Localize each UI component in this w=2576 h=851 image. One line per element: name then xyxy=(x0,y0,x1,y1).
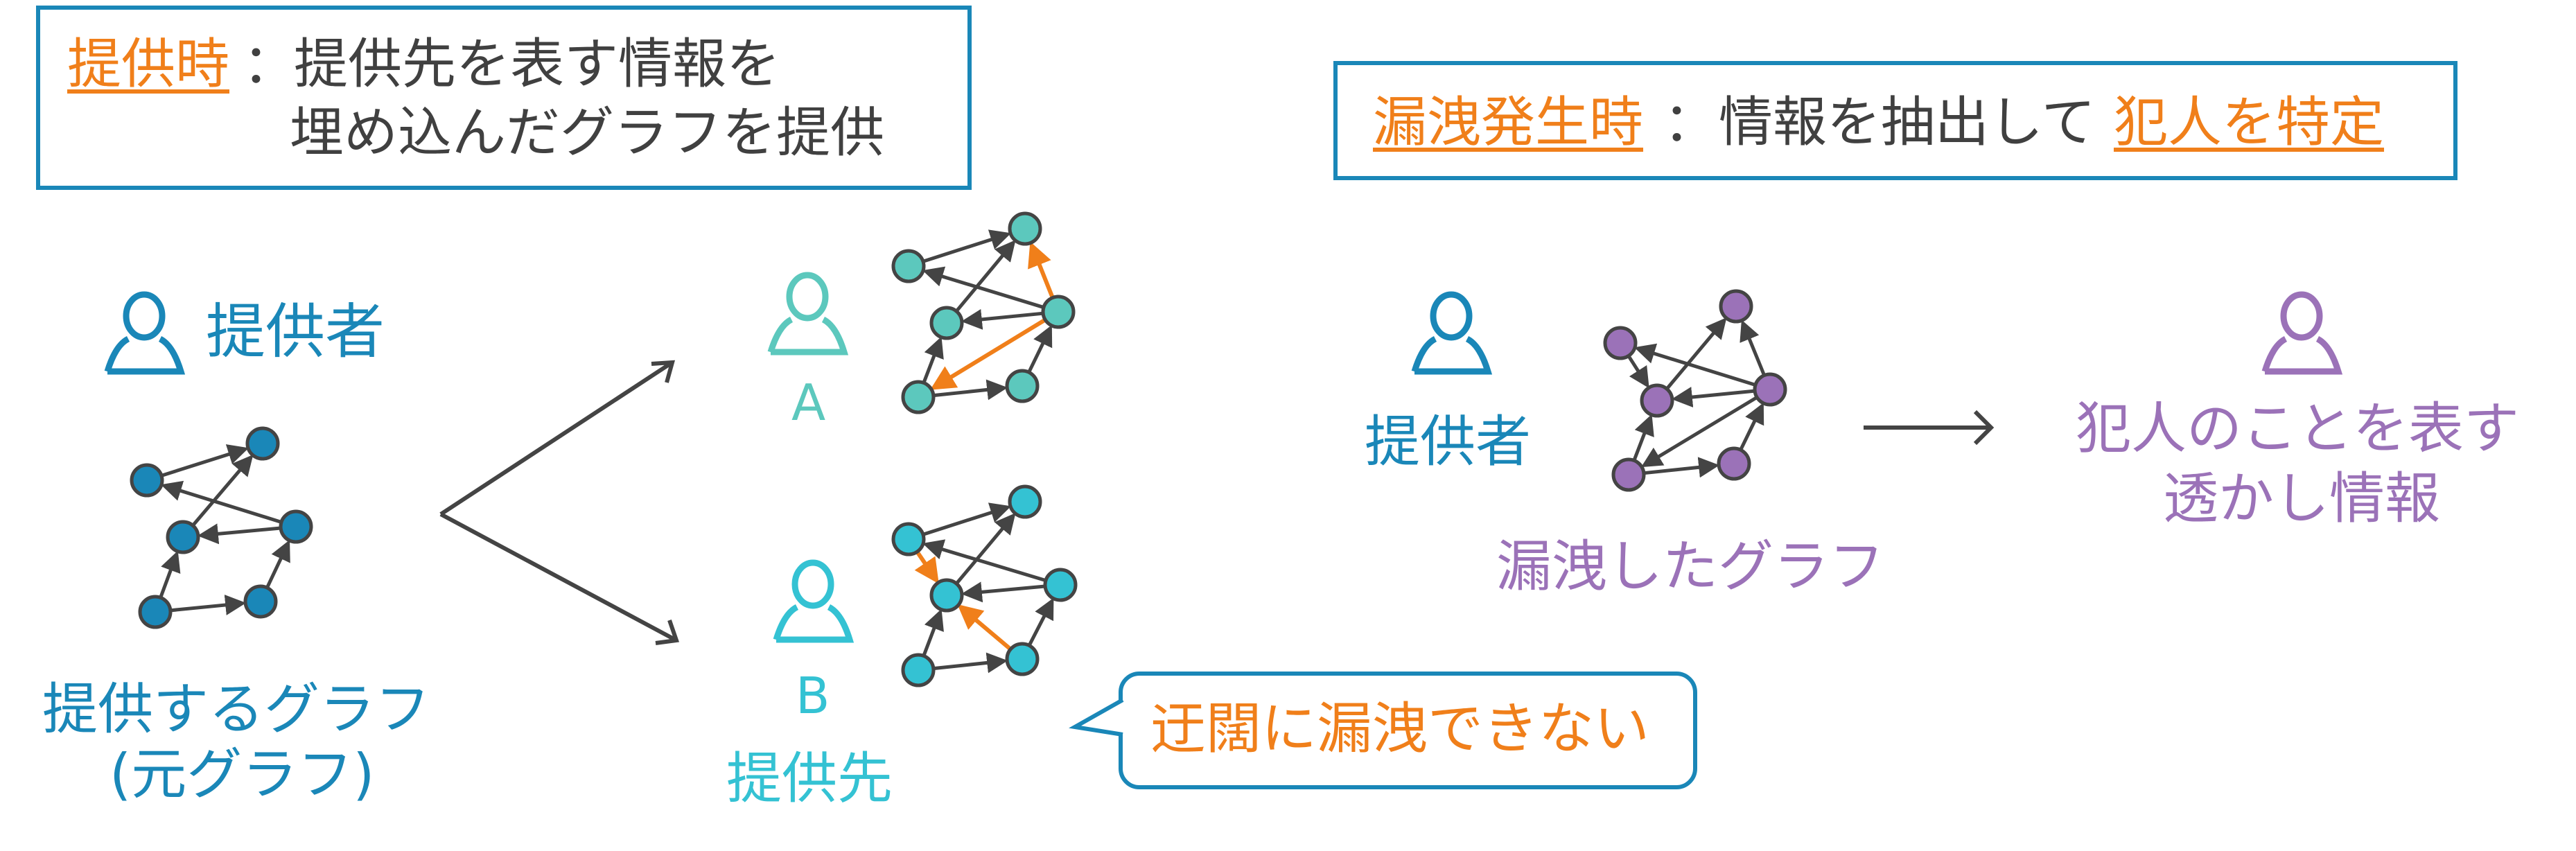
graph-node xyxy=(1005,369,1040,403)
graph-node xyxy=(245,426,280,461)
distribution-arrows xyxy=(439,360,680,645)
watermark-edge xyxy=(1028,241,1055,299)
provider-person-icon-right xyxy=(1411,291,1493,375)
provision-heading: 提供時 xyxy=(67,33,230,96)
graph-edge xyxy=(197,523,281,545)
watermark-edge xyxy=(957,604,1013,651)
graph-node xyxy=(243,584,278,619)
watermark-edge xyxy=(914,550,939,584)
graph-edge xyxy=(1627,355,1649,389)
graph-node xyxy=(130,463,164,498)
graph-node xyxy=(1041,295,1076,329)
graph-edge xyxy=(1632,414,1654,462)
graph-edge xyxy=(1643,457,1720,478)
leak-middle-text: 情報を抽出して xyxy=(1719,91,2096,154)
provider-label-left: 提供者 xyxy=(206,297,385,367)
leak-highlight: 犯人を特定 xyxy=(2114,91,2385,154)
graph-edge xyxy=(159,550,181,599)
graph-node xyxy=(1008,211,1042,246)
graph-edge xyxy=(265,539,290,589)
graph-edge xyxy=(922,502,1012,536)
graph-node xyxy=(1611,457,1646,492)
graph-node xyxy=(1043,568,1078,602)
leak-heading: 漏洩発生時 xyxy=(1373,91,1644,154)
culprit-watermark-line2: 透かし情報 xyxy=(2163,466,2440,531)
graph-edge xyxy=(191,454,254,527)
provision-line2: 埋め込んだグラフを提供 xyxy=(290,102,885,164)
leak-separator: ： xyxy=(1663,91,1718,154)
graph-edge xyxy=(1671,387,1755,407)
leak-explanation-box xyxy=(1333,61,2457,180)
recipient-b-label: B xyxy=(796,667,830,725)
graph-edge xyxy=(955,240,1016,313)
graph-edge xyxy=(933,652,1008,674)
graph-node xyxy=(1640,383,1674,418)
graph-edge xyxy=(1027,324,1053,374)
graph-node xyxy=(1005,642,1040,676)
warning-callout xyxy=(1119,672,1697,789)
graph-node xyxy=(929,578,964,613)
graph-node xyxy=(891,522,926,556)
graph-edge xyxy=(922,266,1044,309)
graph-edge xyxy=(961,581,1046,603)
graph-node xyxy=(138,595,173,629)
graph-edge xyxy=(1027,597,1054,647)
original-graph-sublabel: (元グラフ) xyxy=(109,742,375,807)
graph-edge xyxy=(161,480,282,524)
extraction-arrow xyxy=(1864,410,1995,446)
callout-tail xyxy=(1069,698,1124,737)
culprit-watermark-line1: 犯人のことを表す xyxy=(2076,396,2519,461)
graph-node xyxy=(891,249,926,283)
watermark-edge xyxy=(930,317,1046,390)
graph-edge xyxy=(1634,343,1756,387)
graph-edge xyxy=(955,513,1016,585)
culprit-person-icon xyxy=(2261,291,2343,375)
provider-person-icon-left xyxy=(104,291,186,375)
recipient-a-graph xyxy=(891,211,1076,414)
graph-edge xyxy=(922,608,944,657)
graph-node xyxy=(166,520,200,554)
provision-explanation-box xyxy=(36,6,972,190)
graph-edge xyxy=(922,539,1046,583)
graph-node xyxy=(1603,326,1638,360)
leaked-graph xyxy=(1603,289,1787,492)
graph-node xyxy=(901,380,936,414)
graph-edge xyxy=(161,444,249,477)
recipient-b-person-icon xyxy=(773,559,855,643)
graph-node xyxy=(279,509,313,544)
graph-edge xyxy=(1740,319,1766,376)
leaked-graph-label: 漏洩したグラフ xyxy=(1496,534,1884,599)
graph-node xyxy=(929,306,964,340)
graph-node xyxy=(1008,484,1042,519)
original-graph xyxy=(130,426,313,629)
warning-callout-text: 迂闊に漏洩できない xyxy=(1150,696,1649,761)
graph-edge xyxy=(1739,402,1764,451)
recipient-a-label: A xyxy=(791,374,826,432)
graph-node xyxy=(1753,372,1787,407)
graph-edge xyxy=(922,229,1012,263)
graph-node xyxy=(1719,289,1753,324)
graph-edge xyxy=(1665,317,1727,390)
graph-edge xyxy=(922,336,944,384)
original-graph-label: 提供するグラフ xyxy=(42,677,430,742)
graph-node xyxy=(1717,446,1751,481)
graph-edge xyxy=(1640,396,1758,468)
graph-node xyxy=(901,653,936,687)
provider-label-right: 提供者 xyxy=(1365,410,1531,474)
recipients-caption: 提供先 xyxy=(726,746,893,811)
recipient-b-graph xyxy=(891,484,1078,687)
graph-edge xyxy=(933,379,1008,401)
recipient-a-person-icon xyxy=(767,272,849,356)
graph-edge xyxy=(170,595,247,615)
provision-line1: 提供先を表す情報を xyxy=(294,33,781,96)
graph-edge xyxy=(961,309,1044,330)
provision-separator: ： xyxy=(243,33,297,96)
